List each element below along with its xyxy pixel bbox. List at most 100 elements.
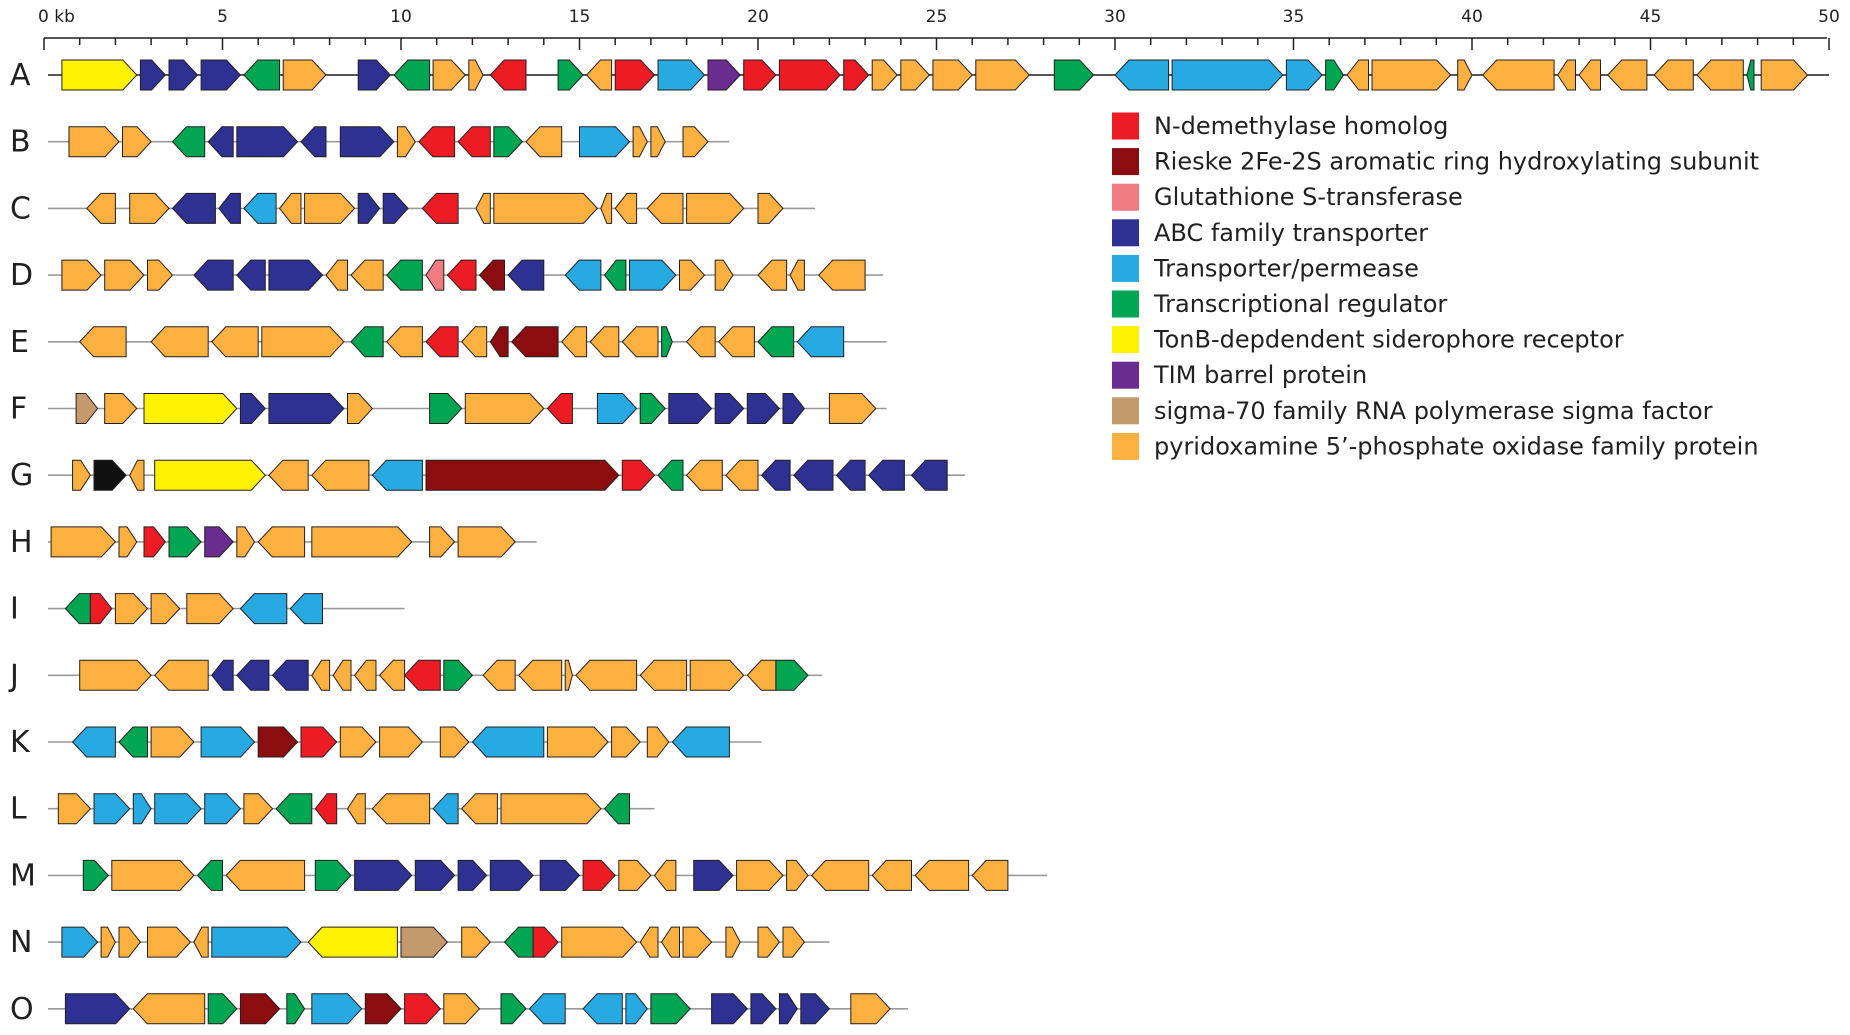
gene-arrow xyxy=(168,526,202,558)
gene-arrow xyxy=(786,859,809,891)
cluster-label: N xyxy=(10,925,32,960)
gene-arrow xyxy=(211,659,234,691)
gene-arrow xyxy=(793,459,834,491)
gene-arrow xyxy=(257,526,306,558)
gene-arrow xyxy=(775,659,809,691)
gene-arrow xyxy=(646,192,684,224)
cluster-label: E xyxy=(10,325,29,360)
gene-arrow xyxy=(239,993,281,1025)
cluster-label: D xyxy=(10,258,33,293)
gene-arrow xyxy=(171,126,206,158)
scale-label: 15 xyxy=(569,7,591,27)
gene-arrow xyxy=(379,726,424,758)
gene-arrow xyxy=(207,126,234,158)
gene-arrow xyxy=(382,192,409,224)
gene-arrow xyxy=(661,926,680,958)
gene-arrow xyxy=(143,526,167,558)
gene-arrow xyxy=(464,393,545,424)
gene-arrow xyxy=(218,192,241,224)
cluster-label: L xyxy=(10,792,27,827)
legend-swatch xyxy=(1112,219,1139,247)
scale-label: 50 xyxy=(1818,7,1840,27)
cluster-row-o: O xyxy=(10,992,908,1027)
cluster-row-f: F xyxy=(10,392,887,427)
gene-arrow xyxy=(311,526,413,558)
gene-arrow xyxy=(354,859,413,891)
gene-arrow xyxy=(186,593,234,625)
gene-arrow xyxy=(111,859,195,891)
gene-arrow xyxy=(489,59,527,91)
gene-arrow xyxy=(204,793,242,825)
gene-arrow xyxy=(425,459,620,491)
gene-arrow xyxy=(796,326,845,358)
gene-arrow xyxy=(511,326,559,358)
gene-arrow xyxy=(311,459,370,491)
gene-arrow xyxy=(507,259,545,291)
gene-arrow xyxy=(475,192,491,224)
gene-arrow xyxy=(200,59,242,91)
gene-arrow xyxy=(828,393,877,424)
gene-arrow xyxy=(371,793,431,825)
gene-arrow xyxy=(621,326,659,358)
gene-arrow xyxy=(93,459,127,491)
gene-arrow xyxy=(682,126,709,158)
gene-arrow xyxy=(657,459,684,491)
gene-arrow xyxy=(339,726,377,758)
gene-arrow xyxy=(364,993,402,1025)
gene-arrow xyxy=(478,259,505,291)
gene-arrow xyxy=(64,993,131,1025)
gene-arrow xyxy=(1325,59,1345,91)
legend-label: Transcriptional regulator xyxy=(1153,290,1447,318)
gene-arrow xyxy=(282,59,327,91)
gene-arrow xyxy=(632,126,648,158)
gene-arrow xyxy=(75,393,99,424)
cluster-row-m: M xyxy=(10,858,1048,893)
gene-arrow xyxy=(57,793,92,825)
gene-arrow xyxy=(850,993,891,1025)
gene-arrow xyxy=(1653,59,1694,91)
gene-arrow xyxy=(1053,59,1095,91)
gene-arrow xyxy=(589,326,620,358)
legend-label: TIM barrel protein xyxy=(1153,361,1367,389)
cluster-row-b: B xyxy=(10,125,730,160)
gene-arrow xyxy=(725,459,759,491)
gene-arrow xyxy=(225,859,306,891)
gene-arrow xyxy=(446,259,477,291)
gene-arrow xyxy=(236,659,270,691)
gene-arrow xyxy=(532,926,559,958)
gene-arrow xyxy=(707,59,741,91)
gene-arrow xyxy=(79,659,152,691)
gene-arrow xyxy=(818,259,866,291)
gene-arrow xyxy=(386,326,423,358)
gene-arrow xyxy=(582,859,616,891)
gene-arrow xyxy=(357,59,391,91)
gene-arrow xyxy=(746,393,781,424)
cluster-row-a: A xyxy=(10,58,1829,93)
cluster-row-c: C xyxy=(10,191,816,226)
gene-arrow xyxy=(910,459,948,491)
cluster-row-e: E xyxy=(10,325,887,360)
gene-arrow xyxy=(778,993,798,1025)
gene-arrow xyxy=(275,793,313,825)
gene-arrow xyxy=(154,793,202,825)
gene-arrow xyxy=(236,526,256,558)
gene-arrow xyxy=(489,859,534,891)
gene-arrow xyxy=(757,926,781,958)
gene-arrow xyxy=(104,393,138,424)
scale-label: 40 xyxy=(1461,7,1483,27)
gene-arrow xyxy=(418,126,456,158)
gene-arrow xyxy=(150,726,195,758)
gene-arrow xyxy=(757,259,788,291)
gene-arrow xyxy=(661,326,673,358)
gene-arrow xyxy=(346,793,366,825)
gene-arrow xyxy=(650,993,691,1025)
legend-swatch xyxy=(1112,397,1139,425)
gene-arrow xyxy=(350,259,384,291)
gene-arrow xyxy=(1171,59,1284,91)
gene-arrow xyxy=(278,192,302,224)
gene-arrow xyxy=(207,993,238,1025)
gene-arrow xyxy=(371,459,423,491)
